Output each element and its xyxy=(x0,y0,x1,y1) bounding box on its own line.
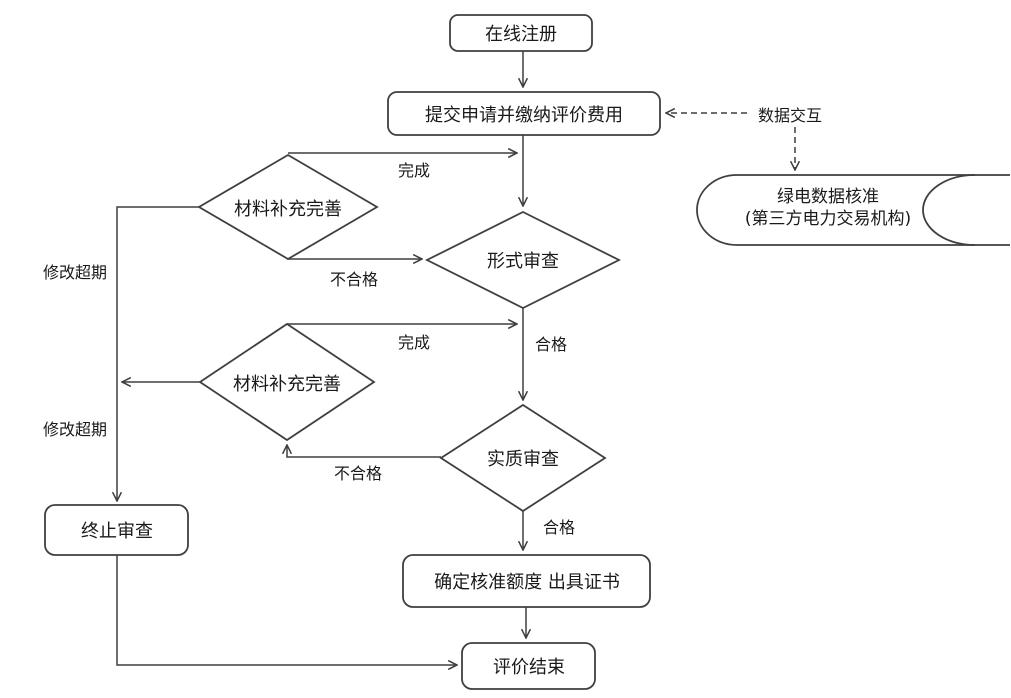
node-material-supplement-2-label: 材料补充完善 xyxy=(233,374,341,395)
node-online-registration-label: 在线注册 xyxy=(485,24,557,45)
node-material-supplement-1-label: 材料补充完善 xyxy=(234,199,342,220)
node-terminate-review-shape xyxy=(44,504,189,556)
node-material-supplement-1-shape xyxy=(197,153,379,261)
edge-substantive-unqualified xyxy=(287,445,441,458)
edge-label-data-interaction: 数据交互 xyxy=(757,106,823,125)
node-terminate-review-label: 终止审查 xyxy=(81,521,153,542)
edge-supplement1-overdue-to-terminate xyxy=(117,206,199,501)
green-power-data-check-line1: 绿电数据核准 xyxy=(776,187,879,207)
node-substantive-review-label: 实质审查 xyxy=(487,449,559,470)
node-online-registration-shape xyxy=(449,14,593,52)
edge-terminate-to-end xyxy=(116,555,457,665)
node-formal-review-label: 形式审查 xyxy=(487,251,559,272)
node-material-supplement-2-shape xyxy=(198,322,376,442)
node-layer xyxy=(44,14,1010,690)
edge-label-complete-1: 完成 xyxy=(397,161,431,180)
edge-label-complete-2: 完成 xyxy=(397,333,431,352)
node-evaluation-end-shape xyxy=(461,642,596,690)
edge-label-qualified-2: 合格 xyxy=(542,518,576,537)
edge-label-overdue-2: 修改超期 xyxy=(42,420,108,439)
node-evaluation-end-label: 评价结束 xyxy=(493,657,565,678)
connector-layer xyxy=(117,50,795,665)
node-submit-application-shape xyxy=(387,91,661,136)
edge-label-qualified-1: 合格 xyxy=(534,335,568,354)
node-green-power-data-check-label: 绿电数据核准 (第三方电力交易机构) xyxy=(745,186,911,230)
node-issue-certificate-label: 确定核准额度 出具证书 xyxy=(434,572,620,593)
node-submit-application-label: 提交申请并缴纳评价费用 xyxy=(425,105,623,126)
node-green-power-data-check-rim xyxy=(922,174,976,246)
edge-label-overdue-1: 修改超期 xyxy=(42,263,108,282)
node-issue-certificate-shape xyxy=(402,554,651,608)
green-power-data-check-line2: (第三方电力交易机构) xyxy=(744,209,912,229)
node-green-power-data-check-shape xyxy=(696,174,1010,246)
node-formal-review-shape xyxy=(424,210,622,310)
edge-label-unqualified-1: 不合格 xyxy=(329,270,379,289)
node-substantive-review-shape xyxy=(439,403,607,513)
edge-label-unqualified-2: 不合格 xyxy=(333,464,383,483)
